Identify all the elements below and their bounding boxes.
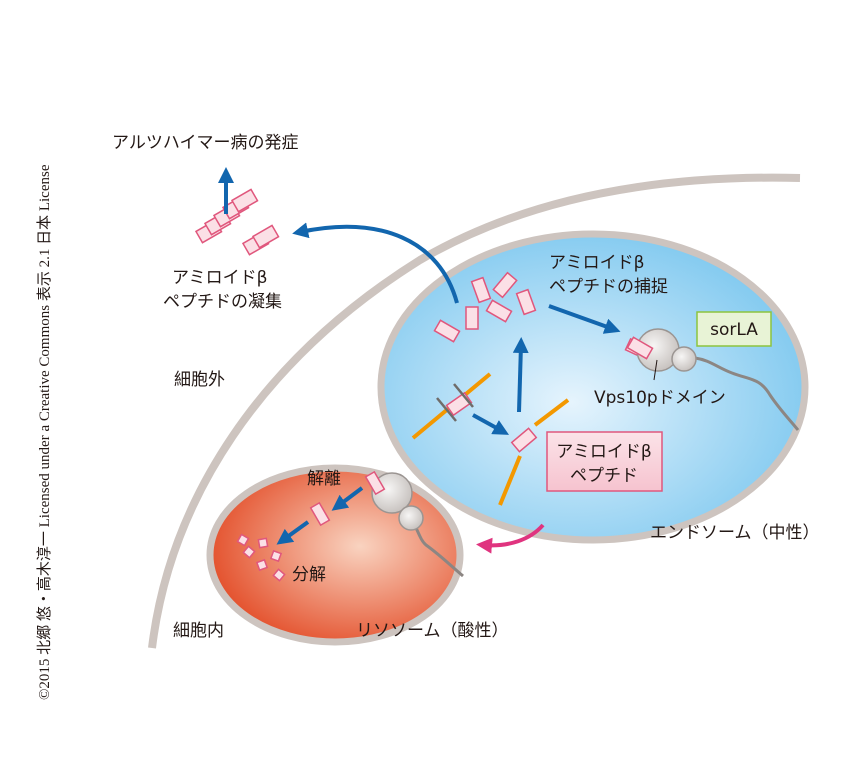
dissociation-label: 解離 [307,469,341,489]
arrow-dissociation [331,486,364,511]
arrow-to-capture [548,304,621,334]
aggregated-peptides [194,188,280,256]
extracellular-label: 細胞外 [174,370,225,390]
arrow-degradation [276,520,310,545]
vps10p-label: Vps10pドメイン [594,388,726,408]
copyright-text: ©2015 北郷 悠・高木淳一 Licensed under a Creativ… [35,164,53,700]
arrow-to-aggregation [292,222,459,304]
intracellular-label: 細胞内 [173,621,224,641]
peptide-label-box: アミロイドβ ペプチド [546,431,663,492]
sorla-label-box: sorLA [696,311,772,347]
cell-membrane [148,173,801,649]
sorla-receptor-lysosome [309,470,464,578]
aggregation-line1: アミロイドβ [172,268,268,288]
blue-arrows [218,167,621,545]
endosome-label: エンドソーム（中性） [650,523,820,543]
peptide-box-line1: アミロイドβ [556,442,652,462]
alzheimer-label: アルツハイマー病の発症 [112,133,299,153]
degraded-fragments [236,533,286,582]
arrow-cleavage [472,413,510,435]
peptide-box-line2: ペプチド [570,466,638,486]
degradation-label: 分解 [292,565,326,585]
transport-arrow [476,523,545,554]
sorla-receptor-endosome [626,328,800,431]
aggregation-line2: ペプチドの凝集 [163,292,282,312]
sorla-label: sorLA [710,320,758,340]
capture-line2: ペプチドの捕捉 [549,277,668,297]
lysosome-label: リソソーム（酸性） [356,621,509,641]
secretase-marks [436,383,474,422]
arrow-up-release [512,337,529,413]
capture-line1: アミロイドβ [549,253,645,273]
